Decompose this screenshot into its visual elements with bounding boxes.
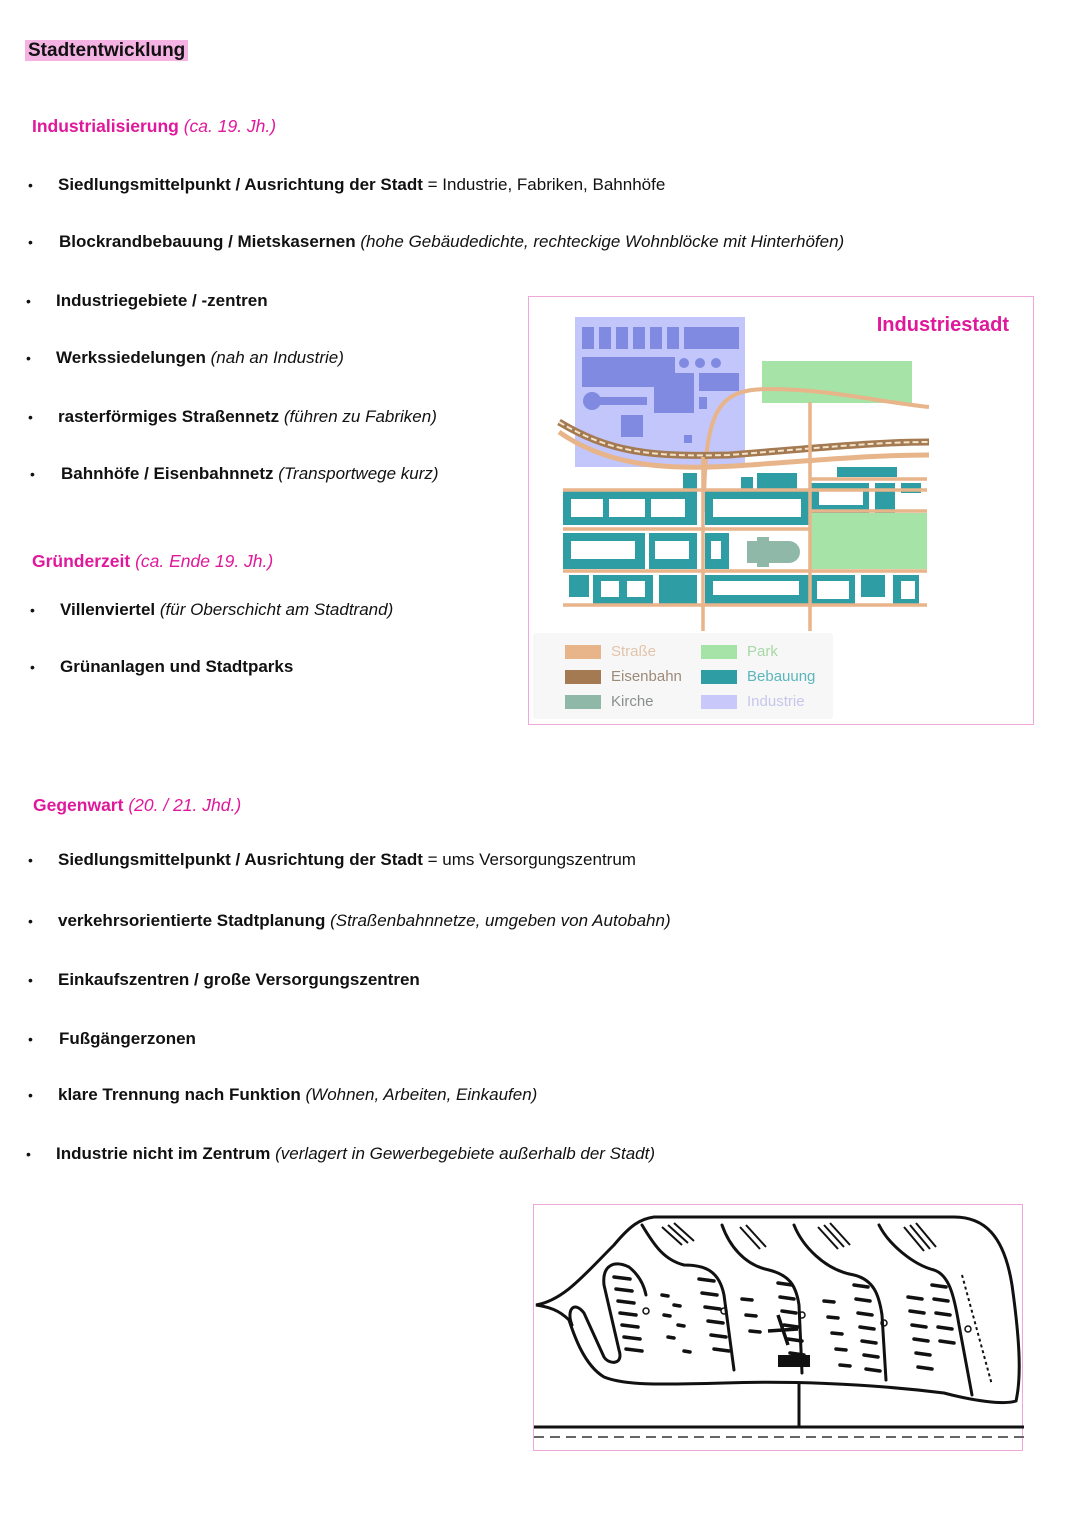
bullet-bold: verkehrsorientierte Stadtplanung xyxy=(58,911,326,930)
legend-label: Eisenbahn xyxy=(611,668,682,685)
bullet-bold: Industriegebiete / -zentren xyxy=(56,291,268,310)
legend-label: Kirche xyxy=(611,693,654,710)
list-item: • Einkaufszentren / große Versorgungszen… xyxy=(28,970,420,990)
legend-label: Bebauung xyxy=(747,668,816,685)
bullet-icon: • xyxy=(30,466,35,482)
modern-city-map-icon xyxy=(532,1215,1026,1438)
bullet-icon: • xyxy=(28,234,33,250)
bullet-italic: (Wohnen, Arbeiten, Einkaufen) xyxy=(305,1085,538,1104)
list-item: • Blockrandbebauung / Mietskasernen (hoh… xyxy=(28,232,844,252)
map-legend: Straße Eisenbahn Kirche Park Bebauung In… xyxy=(533,633,833,719)
bullet-bold: Siedlungsmittelpunkt / Ausrichtung der S… xyxy=(58,850,423,869)
bullet-italic: (für Oberschicht am Stadtrand) xyxy=(159,600,394,619)
page-title: Stadtentwicklung xyxy=(25,40,189,61)
bullet-bold: klare Trennung nach Funktion xyxy=(58,1085,301,1104)
section-heading-industrialisierung: Industrialisierung (ca. 19. Jh.) xyxy=(32,116,276,137)
bullet-bold: Fußgängerzonen xyxy=(59,1029,196,1048)
bullet-text: = Industrie, Fabriken, Bahnhöfe xyxy=(422,175,666,194)
section-title: Gegenwart xyxy=(33,795,124,815)
list-item: • Villenviertel (für Oberschicht am Stad… xyxy=(30,600,393,620)
bullet-bold: Bahnhöfe / Eisenbahnnetz xyxy=(61,464,274,483)
section-heading-gegenwart: Gegenwart (20. / 21. Jhd.) xyxy=(33,795,241,816)
bullet-icon: • xyxy=(28,1031,33,1047)
legend-item-bebauung: Bebauung xyxy=(701,668,815,685)
section-era: (20. / 21. Jhd.) xyxy=(128,795,242,815)
industriestadt-map-icon xyxy=(557,317,930,631)
bullet-text: = ums Versorgungszentrum xyxy=(422,850,636,869)
legend-swatch-icon xyxy=(565,669,601,684)
bullet-italic: (nah an Industrie) xyxy=(210,348,344,367)
legend-item-industrie: Industrie xyxy=(701,693,805,710)
bullet-bold: Grünanlagen und Stadtparks xyxy=(60,657,294,676)
bullet-italic: (Straßenbahnnetze, umgeben von Autobahn) xyxy=(330,911,671,930)
legend-label: Straße xyxy=(611,643,657,660)
list-item: • Siedlungsmittelpunkt / Ausrichtung der… xyxy=(28,175,665,195)
legend-swatch-icon xyxy=(565,644,601,659)
legend-label: Industrie xyxy=(747,693,805,710)
bullet-icon: • xyxy=(26,350,31,366)
section-title: Industrialisierung xyxy=(32,116,179,136)
list-item: • Fußgängerzonen xyxy=(28,1029,196,1049)
bullet-bold: Villenviertel xyxy=(60,600,156,619)
list-item: • Industriegebiete / -zentren xyxy=(26,291,268,311)
section-heading-gruenderzeit: Gründerzeit (ca. Ende 19. Jh.) xyxy=(32,551,273,572)
list-item: • Bahnhöfe / Eisenbahnnetz (Transportweg… xyxy=(30,464,439,484)
list-item: • rasterförmiges Straßennetz (führen zu … xyxy=(28,407,437,427)
list-item: • Industrie nicht im Zentrum (verlagert … xyxy=(26,1144,655,1164)
list-item: • Werkssiedelungen (nah an Industrie) xyxy=(26,348,344,368)
bullet-bold: Einkaufszentren / große Versorgungszentr… xyxy=(58,970,420,989)
bullet-italic: (Transportwege kurz) xyxy=(278,464,439,483)
legend-swatch-icon xyxy=(701,644,737,659)
modern-city-figure xyxy=(532,1204,1026,1451)
bullet-icon: • xyxy=(28,972,33,988)
bullet-italic: (verlagert in Gewerbegebiete außerhalb d… xyxy=(275,1144,656,1163)
bullet-icon: • xyxy=(30,602,35,618)
bullet-bold: rasterförmiges Straßennetz xyxy=(58,407,280,426)
bullet-icon: • xyxy=(28,913,33,929)
figure-title: Industriestadt xyxy=(876,314,1009,336)
section-era: (ca. Ende 19. Jh.) xyxy=(135,551,274,571)
legend-item-park: Park xyxy=(701,643,778,660)
bullet-bold: Industrie nicht im Zentrum xyxy=(56,1144,271,1163)
legend-swatch-icon xyxy=(701,694,737,709)
bullet-bold: Siedlungsmittelpunkt / Ausrichtung der S… xyxy=(58,175,423,194)
bullet-icon: • xyxy=(28,177,33,193)
section-era: (ca. 19. Jh.) xyxy=(183,116,277,136)
bullet-icon: • xyxy=(28,409,33,425)
bullet-bold: Blockrandbebauung / Mietskasernen xyxy=(59,232,356,251)
legend-swatch-icon xyxy=(701,669,737,684)
legend-item-eisenbahn: Eisenbahn xyxy=(565,668,682,685)
list-item: • Siedlungsmittelpunkt / Ausrichtung der… xyxy=(28,850,636,870)
bullet-icon: • xyxy=(30,659,35,675)
industriestadt-figure: Industriestadt xyxy=(528,296,1034,725)
legend-label: Park xyxy=(747,643,778,660)
list-item: • Grünanlagen und Stadtparks xyxy=(30,657,293,677)
bullet-icon: • xyxy=(26,1146,31,1162)
legend-item-strasse: Straße xyxy=(565,643,656,660)
bullet-italic: (hohe Gebäudedichte, rechteckige Wohnblö… xyxy=(360,232,845,251)
bullet-icon: • xyxy=(26,293,31,309)
section-title: Gründerzeit xyxy=(32,551,131,571)
bullet-icon: • xyxy=(28,852,33,868)
list-item: • klare Trennung nach Funktion (Wohnen, … xyxy=(28,1085,537,1105)
bullet-bold: Werkssiedelungen xyxy=(56,348,206,367)
bullet-icon: • xyxy=(28,1087,33,1103)
legend-swatch-icon xyxy=(565,694,601,709)
bullet-italic: (führen zu Fabriken) xyxy=(283,407,437,426)
list-item: • verkehrsorientierte Stadtplanung (Stra… xyxy=(28,911,671,931)
legend-item-kirche: Kirche xyxy=(565,693,654,710)
